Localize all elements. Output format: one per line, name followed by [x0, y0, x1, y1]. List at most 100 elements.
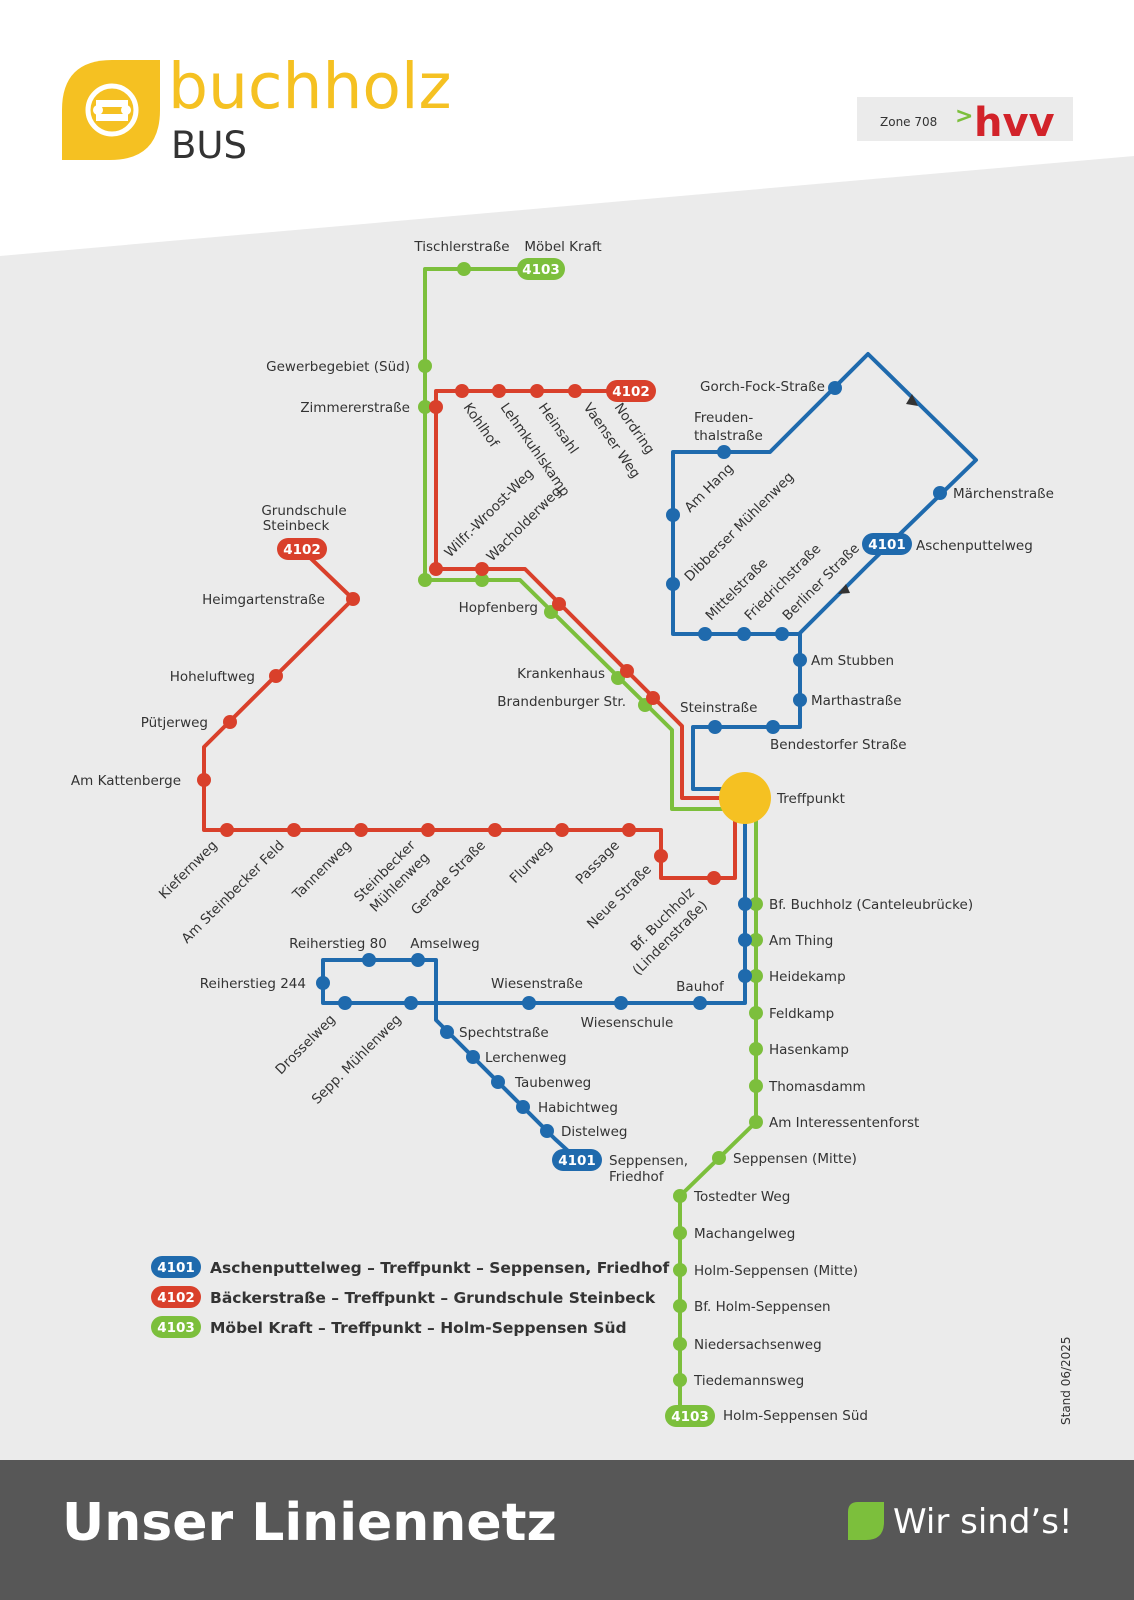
stop-kohlhof[interactable] — [455, 384, 469, 398]
treffpunkt-hub[interactable] — [719, 772, 771, 824]
badge-label: 4103 — [671, 1409, 709, 1425]
stop-amselweg[interactable] — [411, 953, 425, 967]
stop-berliner-strasse[interactable] — [775, 627, 789, 641]
badge-4103-moebel-kraft[interactable]: 4103 — [517, 258, 565, 280]
footer-slogan: Wir sind’s! — [893, 1502, 1073, 1542]
stop-maerchenstrasse[interactable] — [933, 486, 947, 500]
stop-am-hang[interactable] — [666, 508, 680, 522]
stop-heinsahl[interactable] — [530, 384, 544, 398]
stop-am-interessentenforst[interactable] — [749, 1115, 763, 1129]
stop-bf-buchholz-lindenstrasse[interactable] — [707, 871, 721, 885]
stop-krankenhaus-red[interactable] — [620, 664, 634, 678]
stop-puetjerweg[interactable] — [223, 715, 237, 729]
stop-label: Freuden- — [694, 410, 753, 426]
stop-tannenweg[interactable] — [354, 823, 368, 837]
stop-steinstrasse[interactable] — [708, 720, 722, 734]
stop-label: Friedhof — [609, 1169, 665, 1185]
stop-taubenweg[interactable] — [491, 1075, 505, 1089]
legend-badge-label: 4101 — [157, 1260, 195, 1276]
zone-box-bg — [857, 97, 1073, 141]
stop-marthastrasse[interactable] — [793, 693, 807, 707]
stop-gerade-strasse[interactable] — [488, 823, 502, 837]
map-background — [0, 156, 1134, 1460]
badge-4102-grundschule[interactable]: 4102 — [277, 538, 327, 560]
stop-machangelweg[interactable] — [673, 1226, 687, 1240]
stop-steinbecker-muehlenweg[interactable] — [421, 823, 435, 837]
stop-am-thing-blue[interactable] — [738, 933, 752, 947]
stop-am-steinbecker-feld[interactable] — [287, 823, 301, 837]
stop-gorch-fock-strasse[interactable] — [828, 381, 842, 395]
footer-title: Unser Liniennetz — [62, 1493, 557, 1553]
legend-item-4102: 4102 Bäckerstraße – Treffpunkt – Grundsc… — [151, 1286, 656, 1308]
hvv-arrow-icon: > — [955, 104, 973, 129]
stop-flurweg[interactable] — [555, 823, 569, 837]
stop-am-thing[interactable] — [749, 933, 763, 947]
legend-badge — [151, 1316, 201, 1338]
stop-wilfr-wroost-weg[interactable] — [429, 562, 443, 576]
stop-wiesenschule[interactable] — [614, 996, 628, 1010]
stop-hopfenberg-red[interactable] — [552, 597, 566, 611]
stop-kiefernweg[interactable] — [220, 823, 234, 837]
stop-am-kattenberge[interactable] — [197, 773, 211, 787]
stop-wacholderweg[interactable] — [475, 573, 489, 587]
stop-distelweg[interactable] — [540, 1124, 554, 1138]
stop-reiherstieg-80[interactable] — [362, 953, 376, 967]
stop-am-stubben[interactable] — [793, 653, 807, 667]
stop-holm-seppensen-mitte[interactable] — [673, 1263, 687, 1277]
stop-label: Gorch-Fock-Straße — [700, 379, 825, 395]
stop-sepp-muehlenweg[interactable] — [404, 996, 418, 1010]
stops-4101 — [316, 381, 947, 1138]
stop-bf-buchholz-canteleubruecke[interactable] — [749, 897, 763, 911]
stop-neue-strasse[interactable] — [654, 849, 668, 863]
stop-thomasdamm[interactable] — [749, 1079, 763, 1093]
stop-hoheluftweg[interactable] — [269, 669, 283, 683]
stop-habichtweg[interactable] — [516, 1100, 530, 1114]
stop-bendestorfer-strasse[interactable] — [766, 720, 780, 734]
badge-4102-nordring[interactable]: 4102 — [606, 380, 656, 402]
stop-bauhof[interactable] — [693, 996, 707, 1010]
direction-arrow-icon — [906, 394, 918, 406]
stop-drosselweg[interactable] — [338, 996, 352, 1010]
stop-heidekamp-blue[interactable] — [738, 969, 752, 983]
stop-wacholderweg-red[interactable] — [475, 562, 489, 576]
stop-label: Am Stubben — [811, 653, 894, 669]
stop-bf-holm-seppensen[interactable] — [673, 1299, 687, 1313]
stop-niedersachsenweg[interactable] — [673, 1337, 687, 1351]
stop-wiesenstrasse[interactable] — [522, 996, 536, 1010]
badge-4103-holm-seppensen-sued[interactable]: 4103 — [665, 1405, 715, 1427]
stop-tostedter-weg[interactable] — [673, 1189, 687, 1203]
stop-label: Pütjerweg — [141, 715, 208, 731]
stop-vaenser-weg[interactable] — [568, 384, 582, 398]
stop-heidekamp[interactable] — [749, 969, 763, 983]
badge-label: 4101 — [868, 537, 906, 553]
stop-seppensen-mitte[interactable] — [712, 1151, 726, 1165]
zone-box: Zone 708 > hvv — [857, 97, 1073, 146]
stop-passage[interactable] — [622, 823, 636, 837]
stop-feldkamp[interactable] — [749, 1006, 763, 1020]
stop-heimgartenstrasse[interactable] — [346, 592, 360, 606]
stop-label: Tiedemannsweg — [693, 1373, 804, 1389]
stop-zimmererstrasse-red[interactable] — [429, 400, 443, 414]
stop-label: Distelweg — [561, 1124, 627, 1140]
stop-green-junction[interactable] — [418, 573, 432, 587]
stop-gewerbegebiet-sued[interactable] — [418, 359, 432, 373]
stop-reiherstieg-244[interactable] — [316, 976, 330, 990]
stop-tiedemannsweg[interactable] — [673, 1373, 687, 1387]
stop-spechtstrasse[interactable] — [440, 1025, 454, 1039]
stop-freudenthalstrasse[interactable] — [717, 445, 731, 459]
stop-mittelstrasse[interactable] — [698, 627, 712, 641]
stops-4103 — [418, 262, 763, 1387]
stop-bf-buchholz-blue[interactable] — [738, 897, 752, 911]
stop-friedrichstrasse[interactable] — [737, 627, 751, 641]
stop-lehmkuhlskamp[interactable] — [492, 384, 506, 398]
badge-4101-seppensen-friedhof[interactable]: 4101 — [552, 1149, 602, 1171]
stop-tischlerstrasse[interactable] — [457, 262, 471, 276]
stop-label: Möbel Kraft — [524, 239, 601, 255]
stop-brandenburger-red[interactable] — [646, 691, 660, 705]
stop-hasenkamp[interactable] — [749, 1042, 763, 1056]
stop-zimmererstrasse[interactable] — [418, 400, 432, 414]
stop-dibberser-muehlenweg[interactable] — [666, 577, 680, 591]
stop-label: Lerchenweg — [485, 1050, 567, 1066]
stop-lerchenweg[interactable] — [466, 1050, 480, 1064]
badge-4101-aschenputtelweg[interactable]: 4101 — [862, 533, 912, 555]
